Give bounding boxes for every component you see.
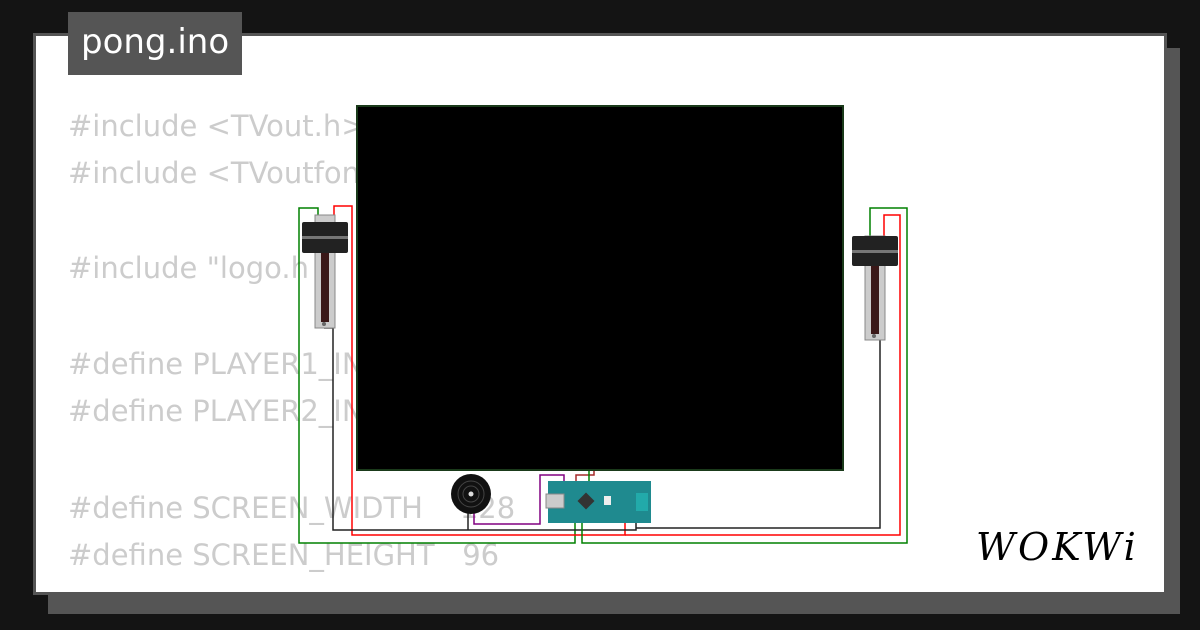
code-line: #include "logo.h [68,251,309,285]
wire-red-right [625,214,901,536]
wire-red-left [333,205,626,536]
slide-potentiometer-right[interactable] [852,235,898,341]
code-line: #include <TVout.h> [68,109,366,143]
wires [298,205,908,544]
buzzer [451,474,491,514]
file-title: pong.ino [68,12,243,75]
wire-purple-buzzer [473,474,565,525]
slide-potentiometer-left[interactable] [302,214,348,329]
wokwi-logo: WOKWi [976,525,1139,569]
code-line: #include <TVoutfon [68,156,361,190]
code-line: #define PLAYER2_IN [68,394,364,428]
arduino-nano[interactable] [545,481,651,523]
wire-green-left [298,207,576,544]
wire-green-right [581,207,908,544]
tv-screen [356,105,844,471]
code-line: #define PLAYER1_IN [68,347,364,381]
wire-black-right [636,340,881,529]
